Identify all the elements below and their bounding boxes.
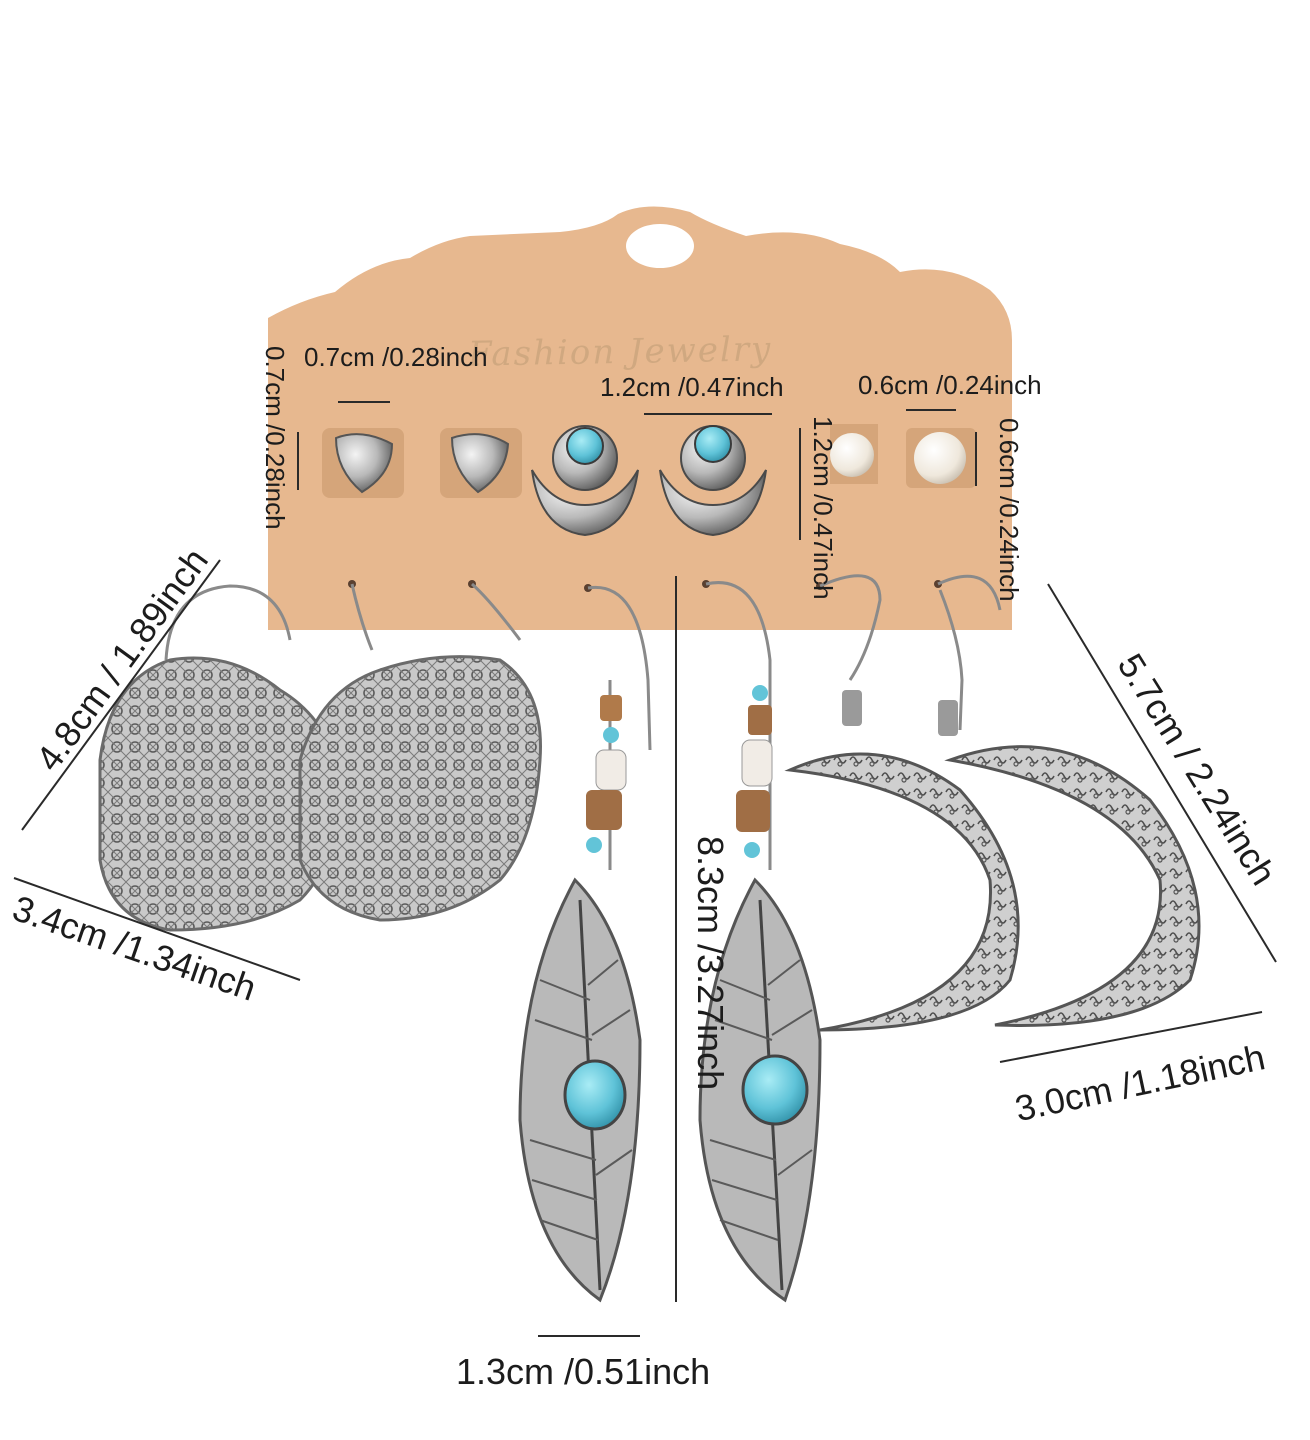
heart-stud-height-label: 0.7cm /0.28inch [260, 346, 290, 530]
feather-height-label: 8.3cm /3.27inch [690, 836, 731, 1091]
moon-stud-left [531, 425, 639, 537]
pearl-stud-left [830, 424, 878, 484]
pearl-stud-height-label: 0.6cm /0.24inch [994, 418, 1024, 602]
ear-hooks [164, 574, 1002, 751]
crescent-earring-right [938, 700, 1201, 1027]
filigree-earring-right [298, 655, 542, 922]
card-hang-hole [626, 224, 694, 268]
feather-earring-right [698, 685, 822, 1303]
heart-stud-right [440, 428, 522, 498]
earring-card [268, 206, 1012, 630]
heart-stud-width-label: 0.7cm /0.28inch [304, 342, 488, 372]
pearl-stud-width-label: 0.6cm /0.24inch [858, 370, 1042, 400]
crescent-earring-left [784, 690, 1020, 1032]
heart-stud-left [322, 428, 404, 498]
dimension-lines [13, 401, 1277, 1337]
moon-stud-width-label: 1.2cm /0.47inch [600, 372, 784, 402]
pearl-stud-right [906, 428, 976, 488]
moon-stud-right [659, 425, 767, 537]
moon-stud-height-label: 1.2cm /0.47inch [808, 416, 838, 600]
feather-width-label: 1.3cm /0.51inch [456, 1351, 711, 1392]
card-brand-logo: Fashion Jewelry [467, 329, 773, 375]
feather-earring-left [518, 680, 642, 1303]
